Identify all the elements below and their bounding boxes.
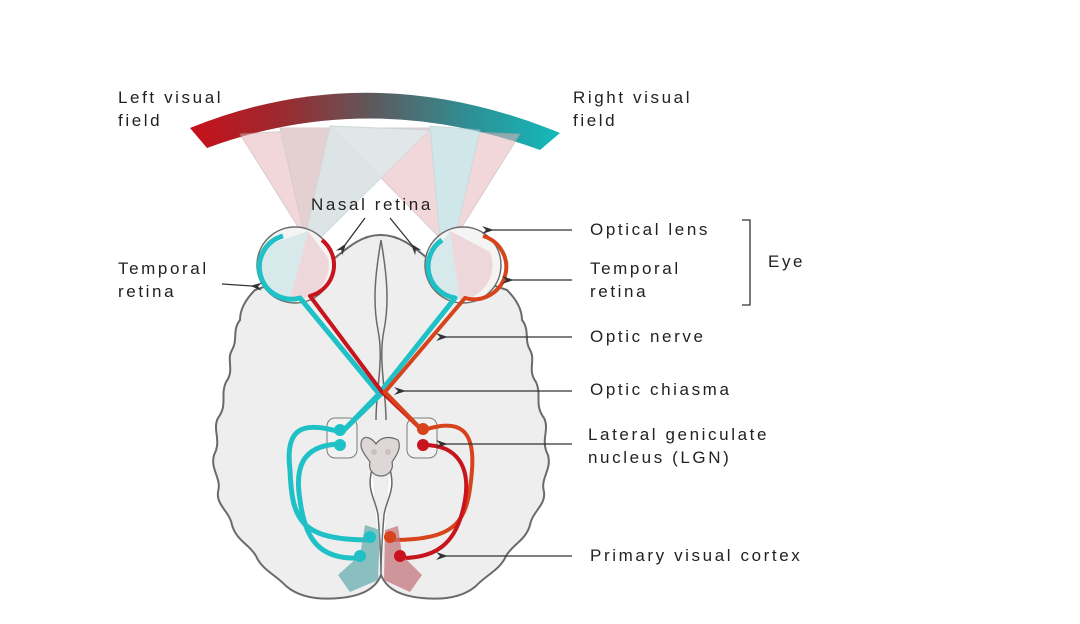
cortex-left-node-top (364, 531, 376, 543)
temporal-retina-left-line1: Temporal (118, 259, 209, 278)
lgn-right-nucleus-bottom (417, 439, 429, 451)
arrow-temporal-left (221, 282, 263, 291)
midbrain (360, 436, 400, 477)
right-visual-field-line2: field (573, 111, 618, 130)
lgn-left-nucleus-bottom (334, 439, 346, 451)
pointer-arrows (221, 217, 751, 560)
optic-nerve-label: Optic nerve (590, 327, 706, 346)
temporal-retina-right-line2: retina (590, 282, 649, 301)
midbrain-spot-left (371, 449, 377, 455)
eye-group-label: Eye (768, 252, 806, 271)
right-visual-field-line1: Right visual (573, 88, 693, 107)
lgn-line1: Lateral geniculate (588, 425, 770, 444)
eye-bracket (742, 219, 751, 306)
cortex-right-node-bottom (394, 550, 406, 562)
primary-visual-cortex-label: Primary visual cortex (590, 546, 803, 565)
left-visual-field-line1: Left visual (118, 88, 224, 107)
light-cones (239, 125, 521, 239)
left-visual-field-line2: field (118, 111, 163, 130)
temporal-retina-left-line2: retina (118, 282, 177, 301)
lgn-line2: nucleus (LGN) (588, 448, 732, 467)
cortex-right-node-top (384, 531, 396, 543)
midbrain-spot-right (385, 449, 391, 455)
arrow-nasal-right (389, 217, 422, 256)
cortex-left-node-bottom (354, 550, 366, 562)
arrow-nasal-left (335, 217, 366, 256)
visual-field-arc (190, 92, 560, 150)
right-eye (424, 226, 509, 304)
left-eye (256, 226, 336, 304)
lgn-right-nucleus-top (417, 423, 429, 435)
temporal-retina-right-line1: Temporal (590, 259, 681, 278)
red-pathway (308, 294, 475, 560)
brain-midline-lower (369, 469, 393, 576)
optic-chiasma-label: Optic chiasma (590, 380, 732, 399)
cyan-pathway (286, 295, 458, 561)
optical-lens-label: Optical lens (590, 220, 711, 239)
lgn-left-nucleus-top (334, 424, 346, 436)
nasal-retina-label: Nasal retina (311, 195, 433, 214)
